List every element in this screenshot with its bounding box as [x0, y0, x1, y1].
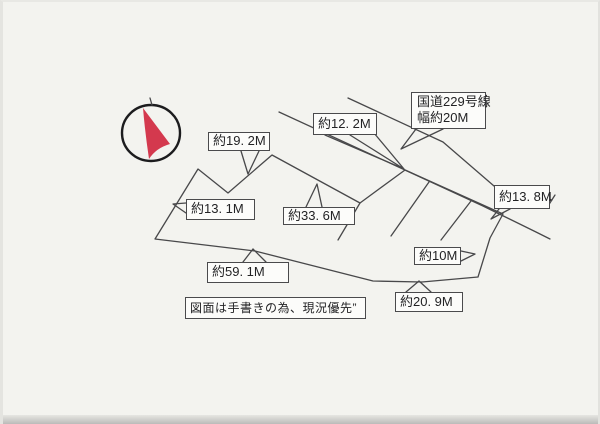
compass-circle: [120, 103, 182, 163]
callout-tail-19-2m: [240, 150, 260, 175]
hand-drawn-disclaimer-note: 図面は手書きの為、現況優先”: [185, 297, 366, 319]
plot-outline: [154, 154, 504, 283]
measurement-label-59-1m: 約59. 1M: [207, 262, 289, 283]
road-name-line1: 国道229号線: [417, 94, 491, 109]
north-arrow-icon: [143, 108, 170, 159]
compass-pen-tick: [149, 97, 153, 106]
measurement-label-33-6m: 約33. 6M: [283, 207, 355, 225]
measurement-label-19-2m: 約19. 2M: [208, 132, 270, 151]
measurement-label-20-9m: 約20. 9M: [395, 292, 463, 312]
road-name-label: 国道229号線 幅約20M: [411, 92, 491, 129]
partition-line: [390, 181, 430, 237]
measurement-label-12-2m: 約12. 2M: [313, 113, 377, 135]
measurement-label-13-1m: 約13. 1M: [186, 199, 255, 220]
scanner-edge-shadow: [3, 415, 598, 424]
callout-tail-10m: [460, 250, 476, 262]
diagram-canvas: [120, 97, 556, 293]
road-width-line2: 幅約20M: [417, 110, 469, 126]
callout-tail-road: [400, 128, 444, 150]
measurement-label-13-8m: 約13. 8M: [494, 185, 552, 209]
partition-line: [440, 200, 472, 241]
measurement-label-10m: 約10M: [414, 247, 461, 265]
callout-tail-20-9m: [405, 280, 432, 293]
callout-tail-59-1m: [242, 248, 267, 263]
callout-tail-13-8m: [490, 208, 511, 220]
callout-tail-12-2m: [324, 132, 405, 170]
callout-tail-13-1m: [172, 202, 187, 214]
callout-tail-33-6m: [305, 183, 323, 208]
compass-icon: [120, 97, 182, 163]
